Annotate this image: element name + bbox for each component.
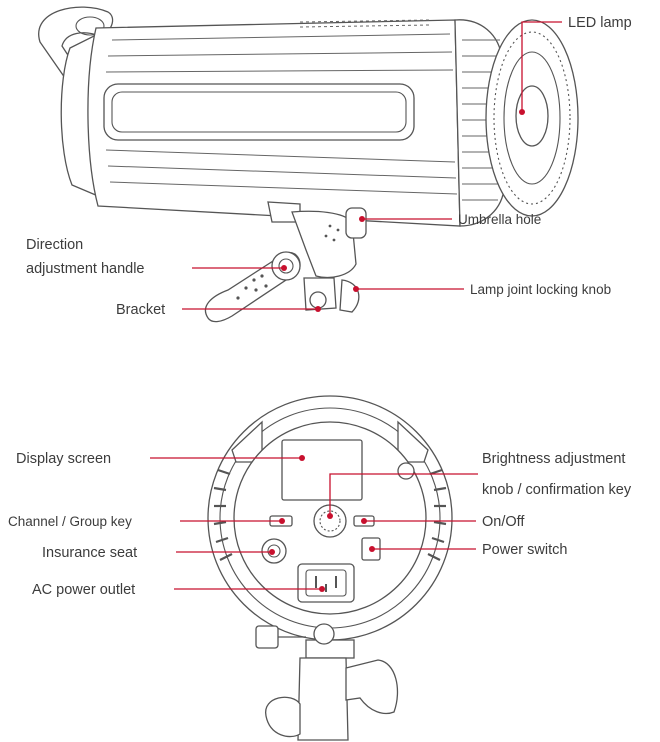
label-direction-handle-line1: Direction [26, 237, 83, 253]
labels: LED lamp Umbrella hole Direction adjustm… [8, 15, 632, 598]
ac-outlet-socket [305, 569, 347, 597]
label-power-switch: Power switch [482, 542, 567, 558]
insurance-seat-cap [267, 544, 281, 558]
leader-brightness-knob [329, 473, 478, 516]
label-on-off: On/Off [482, 514, 525, 530]
brightness-knob-grip [319, 510, 341, 532]
top-handle-hole [75, 16, 105, 36]
top-handle [38, 6, 114, 89]
side-panel-inner [111, 91, 407, 133]
yoke-bracket [291, 210, 357, 279]
rear-view-illustration [207, 395, 453, 741]
handle-grip-dots [236, 274, 268, 300]
display-screen-shape [281, 439, 363, 501]
stand-clamp [345, 659, 399, 715]
stand-joint [313, 623, 335, 645]
umbrella-hole-tube [345, 207, 367, 239]
led-chip [515, 85, 549, 147]
label-brightness-knob-line1: Brightness adjustment [482, 451, 625, 467]
lamp-joint-knob-body [339, 279, 360, 313]
reflector-inner-ring [503, 51, 561, 185]
leader-led-lamp [521, 21, 562, 112]
bracket-socket [309, 291, 327, 309]
stand-lock-knob [255, 625, 279, 649]
side-view-illustration [38, 6, 579, 323]
ac-outlet-housing [297, 563, 355, 603]
label-insurance-seat: Insurance seat [42, 545, 137, 561]
label-display-screen: Display screen [16, 451, 111, 467]
reflector-fins [493, 31, 571, 205]
side-panel [103, 83, 415, 141]
label-direction-handle-line2: adjustment handle [26, 261, 145, 277]
ac-outlet-pins [315, 576, 337, 592]
label-led-lamp: LED lamp [568, 15, 632, 31]
label-umbrella-hole: Umbrella hole [458, 212, 541, 227]
umbrella-vents [324, 224, 340, 242]
label-bracket: Bracket [116, 302, 165, 318]
top-vent-slots [299, 19, 431, 28]
leader-lines [150, 21, 562, 592]
rear-screw [397, 462, 415, 480]
label-channel-group-key: Channel / Group key [8, 514, 132, 529]
label-lamp-joint-knob: Lamp joint locking knob [470, 282, 611, 297]
stand-body [297, 657, 349, 741]
stand-handle-knob [265, 696, 301, 738]
handle-pivot-inner [278, 258, 294, 274]
label-brightness-knob-line2: knob / confirmation key [482, 482, 632, 498]
label-ac-power-outlet: AC power outlet [32, 582, 135, 598]
body-ridges [105, 33, 458, 195]
rear-ring-vents [213, 468, 447, 561]
